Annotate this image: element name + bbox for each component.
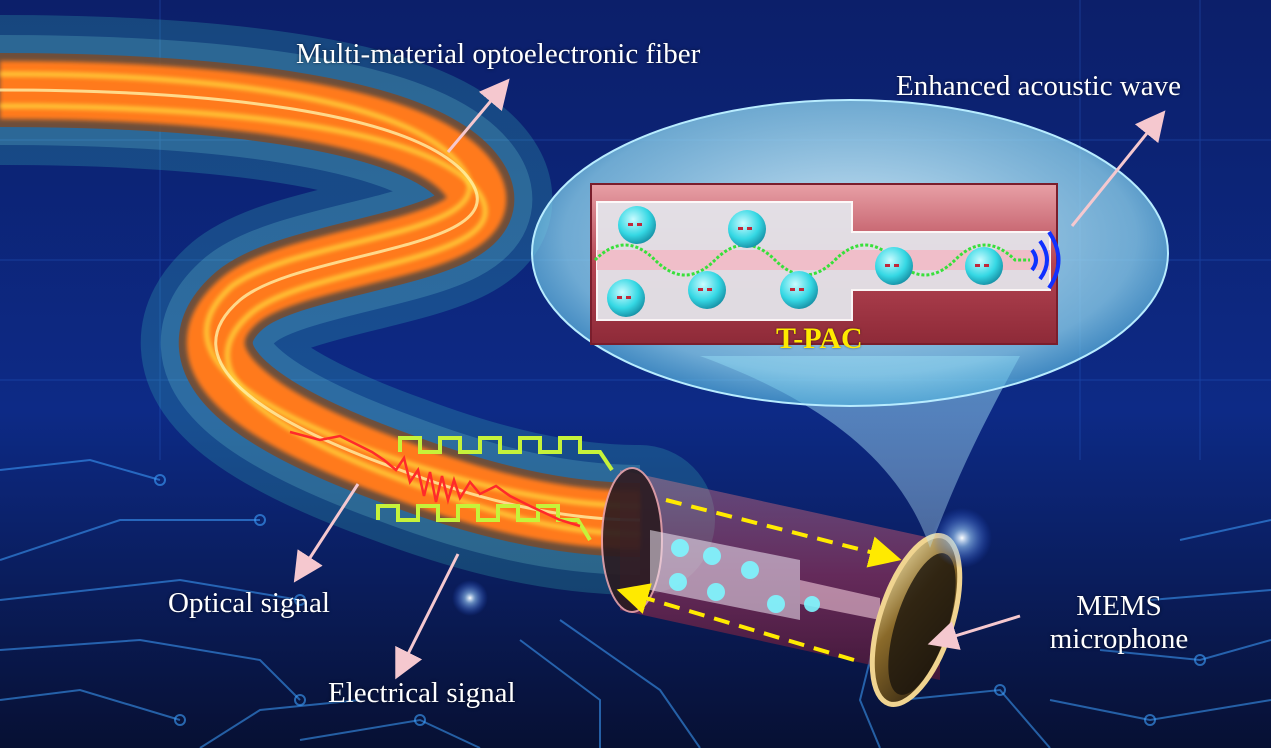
tpac-label: T-PAC xyxy=(776,322,863,355)
zoom-cone xyxy=(700,356,1020,548)
arrow-icon xyxy=(293,483,360,583)
arrow-icon xyxy=(1070,110,1166,227)
fiber-label: Multi-material optoelectronic fiber xyxy=(296,38,701,70)
capillary-neck xyxy=(800,580,880,620)
electrical-trace-lower xyxy=(376,504,592,542)
arrow-icon xyxy=(446,78,510,153)
acoustic-wave xyxy=(593,243,1030,277)
mems-disc-face xyxy=(888,553,956,695)
optical-signal-label: Optical signal xyxy=(168,587,330,619)
flow-arrow-backward xyxy=(616,583,855,662)
acoustic-wave-label: Enhanced acoustic wave xyxy=(896,70,1182,102)
arrow-icon xyxy=(927,614,1021,650)
flow-arrow-forward xyxy=(665,498,902,568)
circuit-pattern xyxy=(0,458,1271,748)
mems-label-line2: microphone xyxy=(1049,623,1189,655)
particle-dots xyxy=(617,223,989,299)
electrical-trace-upper xyxy=(398,436,614,472)
mems-microphone-label: MEMS microphone xyxy=(1034,590,1204,656)
arrow-icon xyxy=(395,553,460,680)
circuit-nodes xyxy=(154,474,1206,726)
lens-flare xyxy=(932,508,992,568)
lens-flare-small xyxy=(452,580,488,616)
fiber-glow-upper xyxy=(0,71,641,509)
electrical-signal-label: Electrical signal xyxy=(328,677,516,709)
optical-trace xyxy=(289,430,581,528)
tube-particles xyxy=(669,539,820,613)
pointer-arrows xyxy=(293,78,1166,680)
mems-label-line1: MEMS xyxy=(1076,590,1162,622)
sound-wave-icon xyxy=(1030,230,1061,290)
